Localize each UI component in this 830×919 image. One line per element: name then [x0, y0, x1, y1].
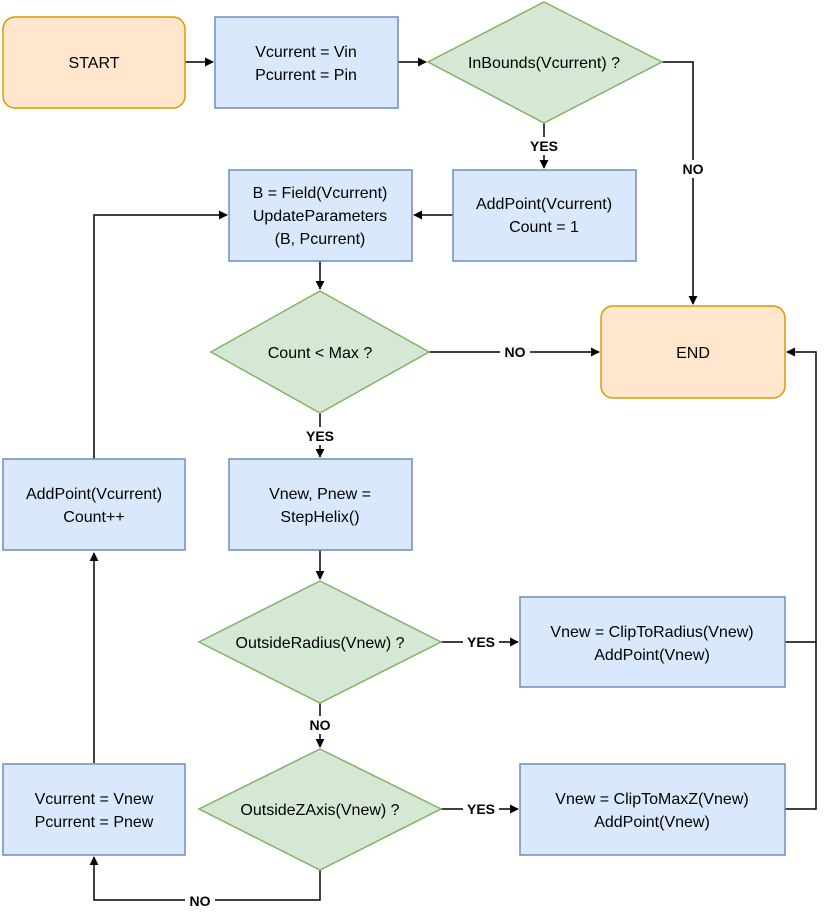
init-line-2: Pcurrent = Pin [255, 67, 357, 84]
edge-clipz-to-end [785, 642, 817, 810]
edge-inbounds-no [662, 61, 698, 305]
add-first-line-1: AddPoint(Vcurrent) [476, 196, 612, 213]
z-yes-label: YES [463, 800, 499, 818]
inbounds-yes-text: YES [530, 138, 558, 154]
inbounds-decision: InBounds(Vcurrent) ? [426, 1, 664, 124]
inbounds-yes-label: YES [526, 137, 562, 155]
count-yes-text: YES [306, 428, 334, 444]
inbounds-label: InBounds(Vcurrent) ? [468, 55, 620, 72]
nodes: START Vcurrent = Vin Pcurrent = Pin InBo… [2, 1, 786, 871]
radius-no-text: NO [310, 717, 331, 733]
count-decision: Count < Max ? [209, 290, 431, 414]
clip-radius-line-2: AddPoint(Vnew) [594, 647, 710, 664]
outside-radius-decision: OutsideRadius(Vnew) ? [197, 580, 443, 704]
outside-z-decision: OutsideZAxis(Vnew) ? [197, 748, 443, 871]
inbounds-no-label: NO [678, 160, 708, 178]
init-line-1: Vcurrent = Vin [255, 44, 357, 61]
end-node: END [600, 305, 786, 399]
field-line-2: UpdateParameters [253, 208, 387, 225]
field-line-1: B = Field(Vcurrent) [253, 185, 388, 202]
start-label: START [69, 55, 120, 72]
count-label: Count < Max ? [268, 345, 373, 362]
start-node: START [2, 16, 186, 109]
edge-labels: YES NO NO YES YES NO YES NO [185, 137, 708, 910]
radius-yes-label: YES [463, 633, 499, 651]
count-no-label: NO [500, 343, 530, 361]
add-point-line-1: AddPoint(Vcurrent) [26, 486, 162, 503]
count-yes-label: YES [302, 427, 338, 445]
add-point-line-2: Count++ [63, 509, 124, 526]
radius-yes-text: YES [467, 634, 495, 650]
outside-z-label: OutsideZAxis(Vnew) ? [240, 802, 399, 819]
step-line-2: StepHelix() [280, 509, 359, 526]
inbounds-no-text: NO [683, 161, 704, 177]
clip-z-node: Vnew = ClipToMaxZ(Vnew) AddPoint(Vnew) [519, 763, 786, 856]
field-node: B = Field(Vcurrent) UpdateParameters (B,… [228, 169, 413, 262]
radius-no-label: NO [305, 716, 335, 734]
add-first-line-2: Count = 1 [509, 219, 579, 236]
edge-addpoint-to-field [93, 210, 228, 459]
init-node: Vcurrent = Vin Pcurrent = Pin [214, 16, 399, 109]
clip-radius-node: Vnew = ClipToRadius(Vnew) AddPoint(Vnew) [519, 596, 786, 688]
z-no-text: NO [190, 893, 211, 909]
update-line-2: Pcurrent = Pnew [35, 814, 154, 831]
outside-radius-label: OutsideRadius(Vnew) ? [236, 635, 405, 652]
add-point-node: AddPoint(Vcurrent) Count++ [2, 458, 186, 551]
add-first-node: AddPoint(Vcurrent) Count = 1 [452, 169, 637, 262]
step-line-1: Vnew, Pnew = [269, 486, 371, 503]
field-line-3: (B, Pcurrent) [275, 231, 366, 248]
count-no-text: NO [505, 344, 526, 360]
end-label: END [676, 345, 710, 362]
edge-clipradius-to-end [785, 347, 817, 643]
clip-z-line-2: AddPoint(Vnew) [594, 814, 710, 831]
clip-z-line-1: Vnew = ClipToMaxZ(Vnew) [555, 791, 748, 808]
z-yes-text: YES [467, 801, 495, 817]
update-line-1: Vcurrent = Vnew [35, 791, 154, 808]
z-no-label: NO [185, 892, 215, 910]
step-node: Vnew, Pnew = StepHelix() [228, 458, 413, 551]
update-node: Vcurrent = Vnew Pcurrent = Pnew [2, 763, 186, 856]
clip-radius-line-1: Vnew = ClipToRadius(Vnew) [550, 624, 753, 641]
